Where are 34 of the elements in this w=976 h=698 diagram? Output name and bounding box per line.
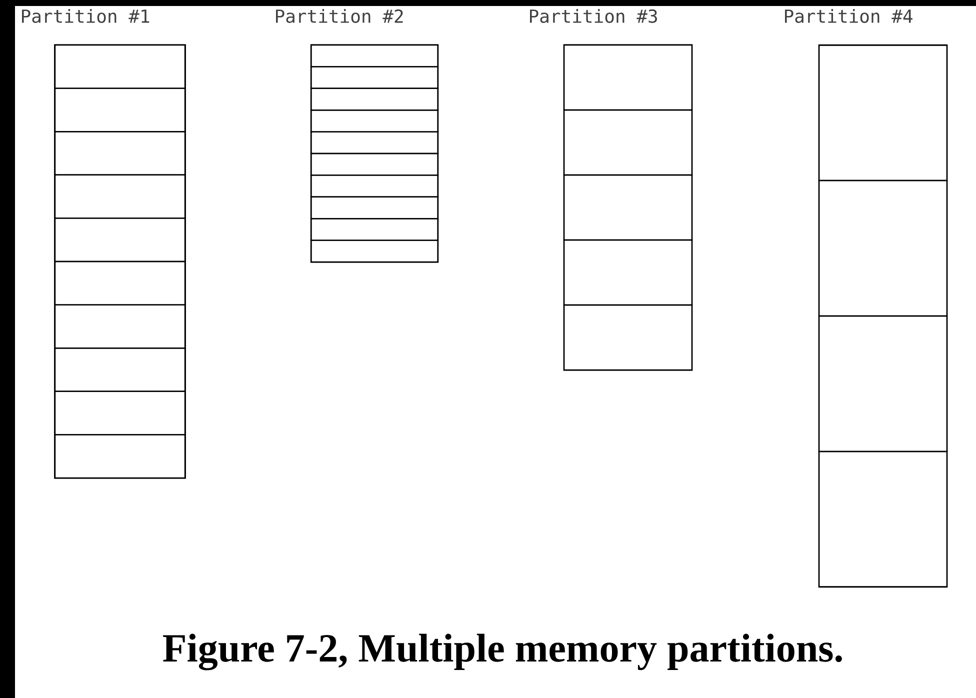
memory-block (54, 390, 186, 436)
memory-block (563, 239, 693, 306)
memory-block (818, 315, 948, 452)
memory-block (54, 260, 186, 306)
memory-block (818, 44, 948, 182)
memory-block (54, 174, 186, 219)
memory-block (818, 450, 948, 588)
memory-block (54, 88, 186, 132)
memory-block (310, 110, 439, 132)
memory-block (310, 44, 439, 68)
memory-block (54, 347, 186, 392)
memory-block (310, 131, 439, 154)
memory-block (310, 88, 439, 111)
memory-block (563, 109, 693, 176)
partition-heading: Partition #1 (22, 9, 150, 23)
memory-block (310, 196, 439, 220)
figure-caption: Figure 7-2, Multiple memory partitions. (163, 634, 842, 670)
memory-block (310, 152, 439, 176)
memory-block (310, 218, 439, 241)
memory-block (563, 304, 693, 371)
memory-block (818, 180, 948, 317)
memory-block (54, 218, 186, 262)
memory-block (54, 131, 186, 176)
memory-block (54, 44, 186, 89)
memory-block (54, 304, 186, 349)
memory-block (563, 44, 693, 111)
partition-heading: Partition #3 (530, 9, 657, 23)
partition-heading: Partition #4 (785, 9, 912, 23)
memory-block (310, 66, 439, 89)
memory-block (54, 434, 186, 479)
partition-heading: Partition #2 (276, 9, 403, 23)
memory-block (563, 174, 693, 241)
memory-block (310, 174, 439, 198)
memory-block (310, 240, 439, 263)
